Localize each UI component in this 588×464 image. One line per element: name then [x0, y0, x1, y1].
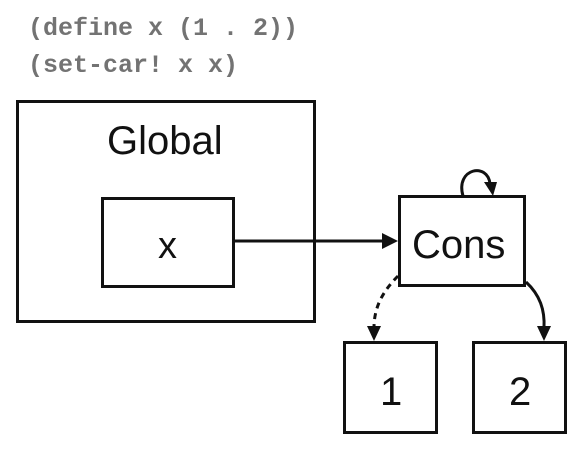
cons-to-1-dashed-arrow	[372, 274, 400, 329]
code-line-set-car: (set-car! x x)	[28, 51, 239, 80]
cons-to-2-arrow	[524, 280, 546, 329]
car-value-label: 1	[380, 370, 403, 414]
x-to-cons-arrowhead	[382, 233, 398, 249]
cdr-value-label: 2	[509, 370, 532, 414]
car-value-box: 1	[343, 341, 438, 434]
cons-self-loop-arrow	[460, 169, 492, 197]
cons-box: Cons	[398, 195, 526, 287]
global-frame-title: Global	[107, 119, 223, 163]
cons-label: Cons	[412, 223, 506, 267]
cons-to-1-arrowhead	[367, 326, 381, 341]
cons-self-loop-arrowhead	[484, 182, 497, 196]
variable-x-box: x	[101, 197, 235, 288]
cdr-value-box: 2	[472, 341, 567, 434]
code-line-define: (define x (1 . 2))	[28, 14, 299, 43]
variable-x-label: x	[158, 225, 177, 267]
global-frame: Global x	[16, 100, 316, 323]
cons-to-2-arrowhead	[537, 326, 551, 341]
